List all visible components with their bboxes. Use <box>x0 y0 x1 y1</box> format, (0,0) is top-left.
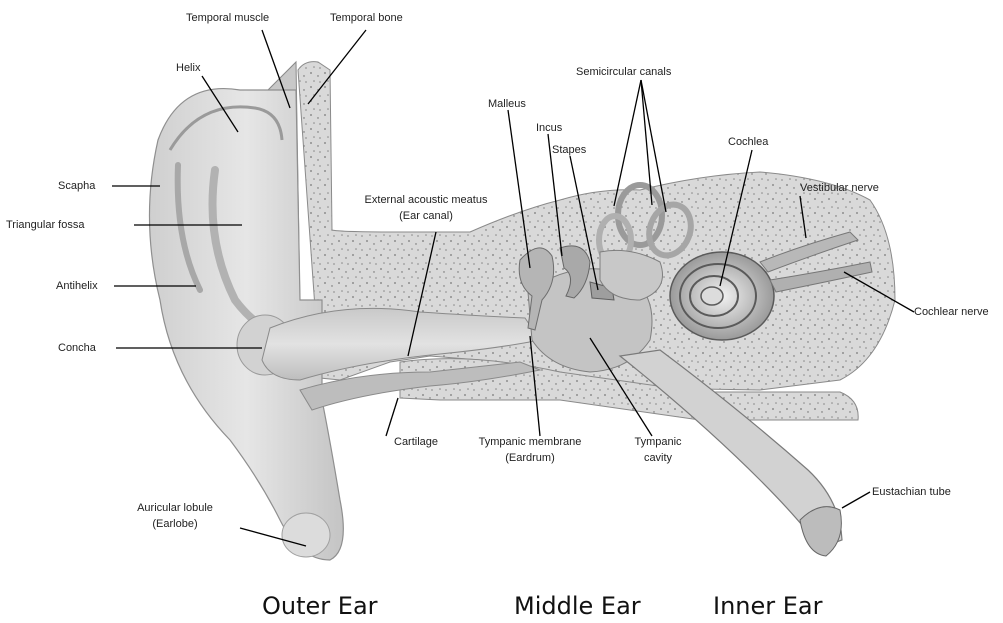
region-outer-ear: Outer Ear <box>262 592 378 620</box>
label-vestibular-nerve: Vestibular nerve <box>800 182 879 195</box>
label-auricular-lobule: Auricular lobule <box>110 502 240 515</box>
cochlea-turn-4 <box>701 287 723 305</box>
label-tympanic-membrane: Tympanic membrane <box>460 436 600 449</box>
region-middle-ear: Middle Ear <box>514 592 641 620</box>
label-concha: Concha <box>58 342 96 355</box>
label-ear-canal: (Ear canal) <box>336 210 516 223</box>
label-malleus: Malleus <box>488 98 526 111</box>
label-cochlea: Cochlea <box>728 136 768 149</box>
label-cochlear-nerve: Cochlear nerve <box>914 306 989 319</box>
label-eardrum: (Eardrum) <box>460 452 600 465</box>
region-inner-ear: Inner Ear <box>713 592 823 620</box>
label-incus: Incus <box>536 122 562 135</box>
label-helix: Helix <box>176 62 200 75</box>
label-scapha: Scapha <box>58 180 95 193</box>
label-cartilage: Cartilage <box>394 436 438 449</box>
label-tympanic: Tympanic <box>618 436 698 449</box>
label-external-acoustic-meatus: External acoustic meatus <box>336 194 516 207</box>
label-cavity: cavity <box>618 452 698 465</box>
label-stapes: Stapes <box>552 144 586 157</box>
eustachian-tube-end <box>800 507 841 556</box>
label-triangular-fossa: Triangular fossa <box>6 219 84 232</box>
label-eustachian-tube: Eustachian tube <box>872 486 951 499</box>
earlobe-shape <box>282 513 330 557</box>
label-semicircular-canals: Semicircular canals <box>576 66 671 79</box>
label-temporal-muscle: Temporal muscle <box>186 12 269 25</box>
label-temporal-bone: Temporal bone <box>330 12 403 25</box>
label-earlobe: (Earlobe) <box>110 518 240 531</box>
label-antihelix: Antihelix <box>56 280 98 293</box>
